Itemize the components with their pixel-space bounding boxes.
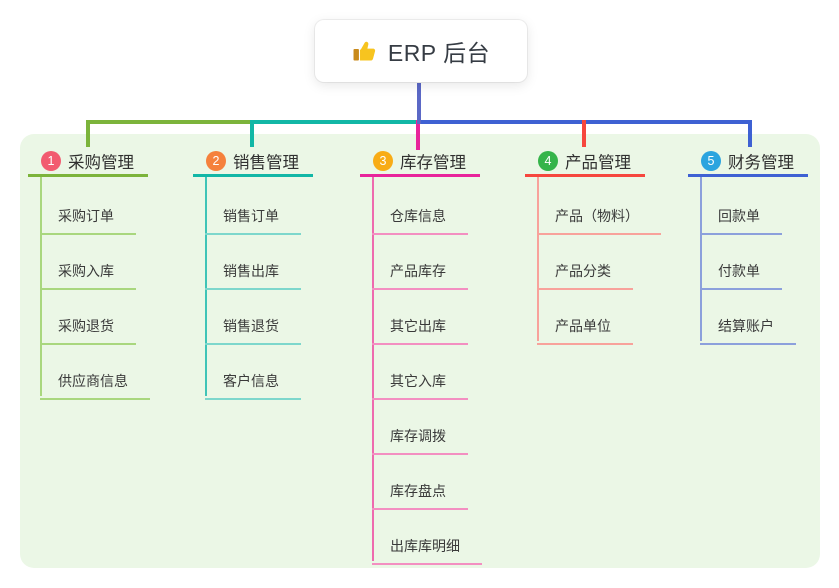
branch-label: 财务管理 [728, 153, 794, 172]
leaf-node[interactable]: 仓库信息 [372, 206, 468, 235]
leaf-node[interactable]: 采购入库 [40, 261, 136, 290]
leaf-node[interactable]: 产品单位 [537, 316, 633, 345]
leaf-node[interactable]: 供应商信息 [40, 371, 150, 400]
branch-number-badge: 1 [41, 150, 61, 171]
branch-number-badge: 3 [373, 150, 393, 171]
branch-header-1[interactable]: 1 采购管理 [28, 147, 148, 177]
leaf-node[interactable]: 其它出库 [372, 316, 468, 345]
leaf-node[interactable]: 产品（物料） [537, 206, 661, 235]
branch-header-4[interactable]: 4 产品管理 [525, 147, 645, 177]
branch-header-3[interactable]: 3 库存管理 [360, 147, 480, 177]
branch-label: 产品管理 [565, 153, 631, 172]
branch-trunk-line [205, 177, 207, 396]
branch-trunk-line [372, 177, 374, 561]
leaf-node[interactable]: 其它入库 [372, 371, 468, 400]
leaf-node[interactable]: 销售退货 [205, 316, 301, 345]
branch-header-5[interactable]: 5 财务管理 [688, 147, 808, 177]
branch-trunk-line [700, 177, 702, 341]
leaf-node[interactable]: 销售订单 [205, 206, 301, 235]
branches-panel [20, 134, 820, 568]
leaf-node[interactable]: 付款单 [700, 261, 782, 290]
leaf-node[interactable]: 销售出库 [205, 261, 301, 290]
leaf-node[interactable]: 回款单 [700, 206, 782, 235]
leaf-node[interactable]: 库存调拨 [372, 426, 468, 455]
root-label: ERP 后台 [387, 40, 491, 66]
branch-number-badge: 2 [206, 150, 226, 171]
leaf-node[interactable]: 客户信息 [205, 371, 301, 400]
branch-number-badge: 5 [701, 150, 721, 171]
branch-header-2[interactable]: 2 销售管理 [193, 147, 313, 177]
branch-label: 采购管理 [68, 153, 134, 172]
leaf-node[interactable]: 采购退货 [40, 316, 136, 345]
branch-label: 库存管理 [400, 153, 466, 172]
leaf-node[interactable]: 库存盘点 [372, 481, 468, 510]
branch-number-badge: 4 [538, 150, 558, 171]
leaf-node[interactable]: 采购订单 [40, 206, 136, 235]
leaf-node[interactable]: 出库库明细 [372, 536, 482, 565]
leaf-node[interactable]: 产品库存 [372, 261, 468, 290]
branch-label: 销售管理 [233, 153, 299, 172]
leaf-node[interactable]: 产品分类 [537, 261, 633, 290]
leaf-node[interactable]: 结算账户 [700, 316, 796, 345]
branch-trunk-line [537, 177, 539, 341]
branch-trunk-line [40, 177, 42, 396]
thumbs-up-icon [353, 41, 375, 61]
root-node[interactable]: ERP 后台 [315, 20, 527, 82]
